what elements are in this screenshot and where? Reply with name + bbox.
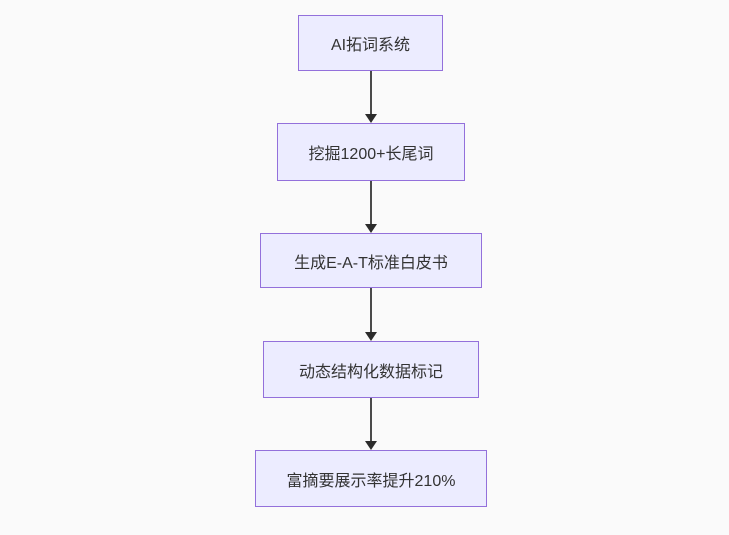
flow-arrow-1 [364, 71, 378, 123]
flow-node-label: 生成E-A-T标准白皮书 [294, 254, 448, 272]
flow-arrow-2 [364, 181, 378, 233]
flow-arrow-4 [364, 398, 378, 450]
flow-node-label: 挖掘1200+长尾词 [308, 146, 434, 163]
arrow-down-icon [365, 288, 377, 341]
flow-node-eat-whitepaper: 生成E-A-T标准白皮书 [260, 233, 482, 288]
flow-node-longtail-mining: 挖掘1200+长尾词 [277, 123, 465, 181]
arrow-down-icon [365, 181, 377, 233]
arrow-down-icon [365, 398, 377, 450]
flow-node-label: 富摘要展示率提升210% [286, 472, 456, 490]
flow-arrow-3 [364, 288, 378, 341]
flow-node-label: AI拓词系统 [330, 37, 411, 54]
flow-node-label: 动态结构化数据标记 [298, 363, 443, 381]
arrow-down-icon [365, 71, 377, 123]
flow-node-ai-keyword-system: AI拓词系统 [298, 15, 443, 71]
flow-node-structured-data-markup: 动态结构化数据标记 [263, 341, 479, 398]
flow-node-rich-snippet-result: 富摘要展示率提升210% [255, 450, 487, 507]
